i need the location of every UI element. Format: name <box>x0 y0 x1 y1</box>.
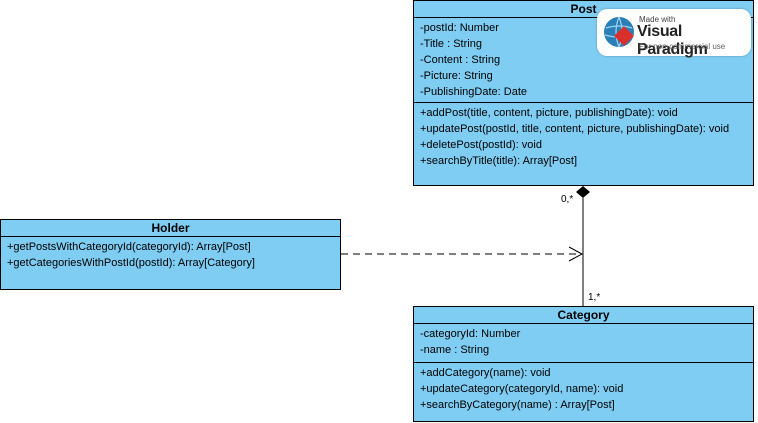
class-category-attributes: -categoryId: Number -name : String <box>414 324 753 363</box>
operation: +updatePost(postId, title, content, pict… <box>420 123 730 135</box>
watermark-made-with: Made with <box>639 15 676 24</box>
class-holder[interactable]: Holder +getPostsWithCategoryId(categoryI… <box>0 219 341 290</box>
dependency-arrowhead-icon <box>568 246 584 262</box>
operation: +updateCategory(categoryId, name): void <box>420 383 624 395</box>
operation: +addCategory(name): void <box>420 367 551 379</box>
attribute: -PublishingDate: Date <box>420 86 528 98</box>
class-holder-operations: +getPostsWithCategoryId(categoryId): Arr… <box>1 237 340 273</box>
visual-paradigm-logo-icon <box>604 16 634 48</box>
attribute: -Picture: String <box>420 70 493 82</box>
operation: +searchByTitle(title): Array[Post] <box>420 155 578 167</box>
multiplicity-post-end: 0,* <box>561 194 574 205</box>
operation: +getCategoriesWithPostId(postId): Array[… <box>7 257 255 269</box>
class-category[interactable]: Category -categoryId: Number -name : Str… <box>413 306 754 422</box>
operation: +addPost(title, content, picture, publis… <box>420 107 678 119</box>
operation: +searchByCategory(name) : Array[Post] <box>420 399 615 411</box>
attribute: -categoryId: Number <box>420 328 521 340</box>
watermark-brand: Visual Paradigm <box>637 23 708 58</box>
operation: +getPostsWithCategoryId(categoryId): Arr… <box>7 241 251 253</box>
class-post-operations: +addPost(title, content, picture, publis… <box>414 103 753 171</box>
class-category-operations: +addCategory(name): void +updateCategory… <box>414 363 753 415</box>
class-holder-name: Holder <box>1 220 340 237</box>
attribute: -Title : String <box>420 38 482 50</box>
composition-diamond-icon <box>576 186 590 198</box>
class-post-attributes: -postId: Number -Title : String -Content… <box>414 18 753 103</box>
attribute: -postId: Number <box>420 22 499 34</box>
watermark-badge: Made with Visual Paradigm For non-commer… <box>597 9 751 58</box>
attribute: -name : String <box>420 344 490 356</box>
attribute: -Content : String <box>420 54 501 66</box>
class-category-name: Category <box>414 307 753 324</box>
class-post-name: Post <box>414 1 753 18</box>
multiplicity-category-end: 1,* <box>588 292 601 303</box>
operation: +deletePost(postId): void <box>420 139 542 151</box>
watermark-note: For non-commercial use <box>639 42 726 51</box>
